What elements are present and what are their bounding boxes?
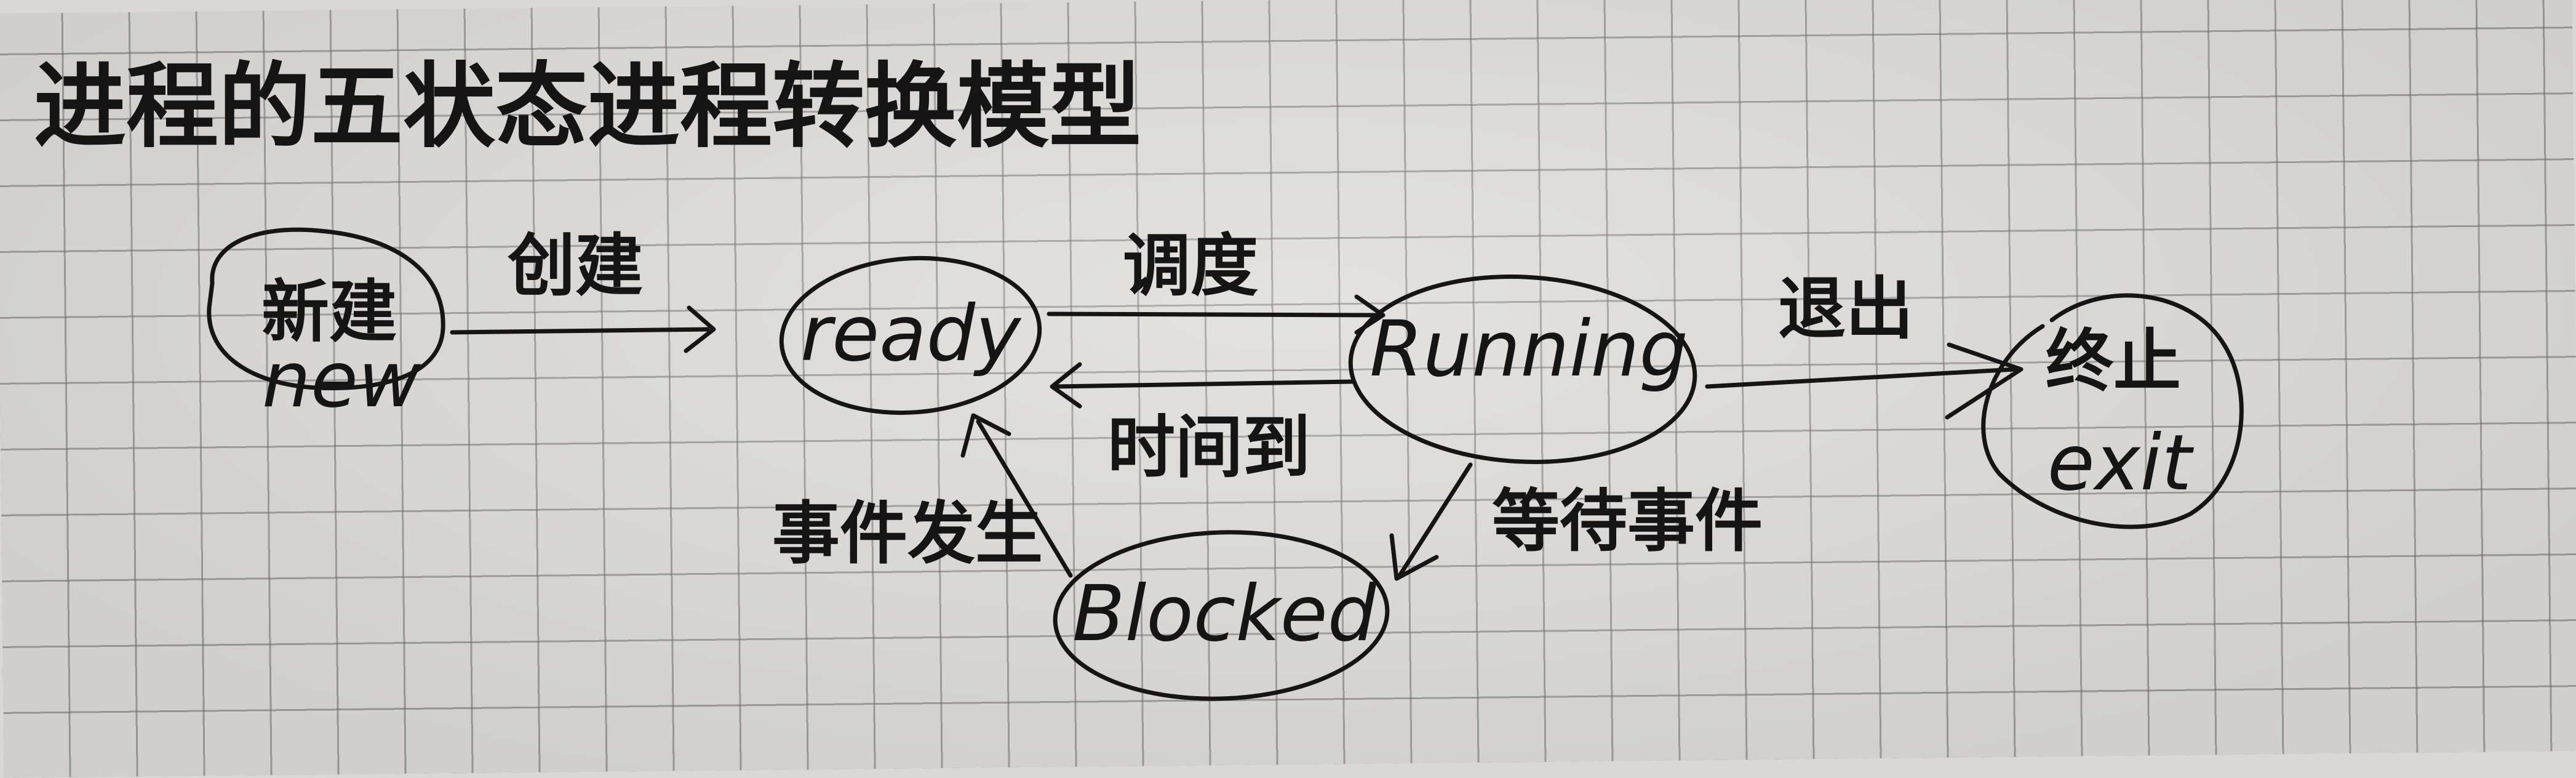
arrow-blocked-to-ready-head	[960, 413, 1011, 458]
arrow-running-to-blocked-head	[1389, 533, 1439, 581]
arrow-running-to-blocked-line	[1397, 462, 1473, 578]
arrow-running-to-ready: 时间到	[1050, 362, 1356, 487]
state-exit-label-zh: 终止	[2046, 322, 2181, 401]
transition-exit-label: 退出	[1778, 270, 1913, 348]
arrow-blocked-to-ready: 事件发生	[772, 413, 1073, 578]
state-new-label-en: new	[262, 335, 421, 425]
state-exit: 终止 exit	[1981, 293, 2244, 529]
state-new-label-zh: 新建	[261, 273, 397, 351]
arrow-running-to-ready-line	[1053, 379, 1356, 389]
state-blocked-outline	[1053, 530, 1390, 701]
arrow-blocked-to-ready-line	[976, 419, 1073, 578]
diagram-title: 进程的五状态进程转换模型	[34, 54, 1141, 161]
state-running: Running	[1348, 274, 1697, 465]
state-ready-outline	[779, 255, 1042, 415]
arrow-running-to-exit-line	[1705, 367, 2017, 389]
arrow-new-to-ready-head	[684, 305, 716, 353]
state-blocked: Blocked	[1053, 530, 1390, 701]
arrow-ready-to-running-line	[1047, 311, 1381, 318]
arrow-running-to-ready-head	[1050, 362, 1082, 409]
arrow-running-to-exit-head	[1945, 342, 2024, 420]
arrow-new-to-ready: 创建	[450, 227, 716, 353]
state-running-outline	[1348, 274, 1697, 465]
arrow-ready-to-running: 调度	[1047, 227, 1386, 335]
state-new-outline	[207, 227, 445, 391]
transition-create-label: 创建	[508, 227, 643, 305]
arrow-running-to-blocked: 等待事件	[1389, 462, 1763, 581]
state-ready-label: ready	[800, 289, 1022, 379]
state-exit-label-en: exit	[2048, 419, 2195, 508]
state-blocked-label: Blocked	[1072, 569, 1377, 659]
state-running-label: Running	[1370, 305, 1688, 394]
transition-event-occurs-label: 事件发生	[772, 494, 1043, 573]
transition-timeout-label: 时间到	[1107, 408, 1310, 487]
transition-wait-event-label: 等待事件	[1492, 482, 1763, 561]
state-exit-outline	[1981, 293, 2244, 529]
state-new: 新建 new	[207, 227, 445, 425]
arrow-ready-to-running-head	[1354, 294, 1386, 335]
state-ready: ready	[779, 255, 1042, 415]
arrow-new-to-ready-line	[450, 327, 710, 335]
arrow-running-to-exit: 退出	[1705, 270, 2024, 420]
transition-schedule-label: 调度	[1123, 227, 1258, 305]
